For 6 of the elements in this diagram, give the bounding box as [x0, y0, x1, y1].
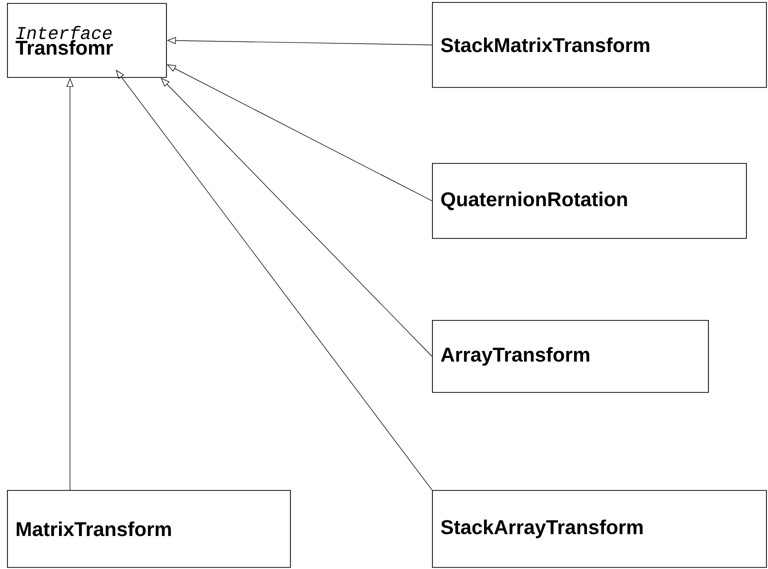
class-box: StackArrayTransform: [432, 490, 767, 568]
interface-box: Interface Transfomr: [7, 3, 167, 78]
class-box: MatrixTransform: [7, 490, 291, 568]
class-box: QuaternionRotation: [432, 163, 747, 239]
class-box: StackMatrixTransform: [432, 2, 767, 88]
class-box: ArrayTransform: [432, 320, 709, 393]
